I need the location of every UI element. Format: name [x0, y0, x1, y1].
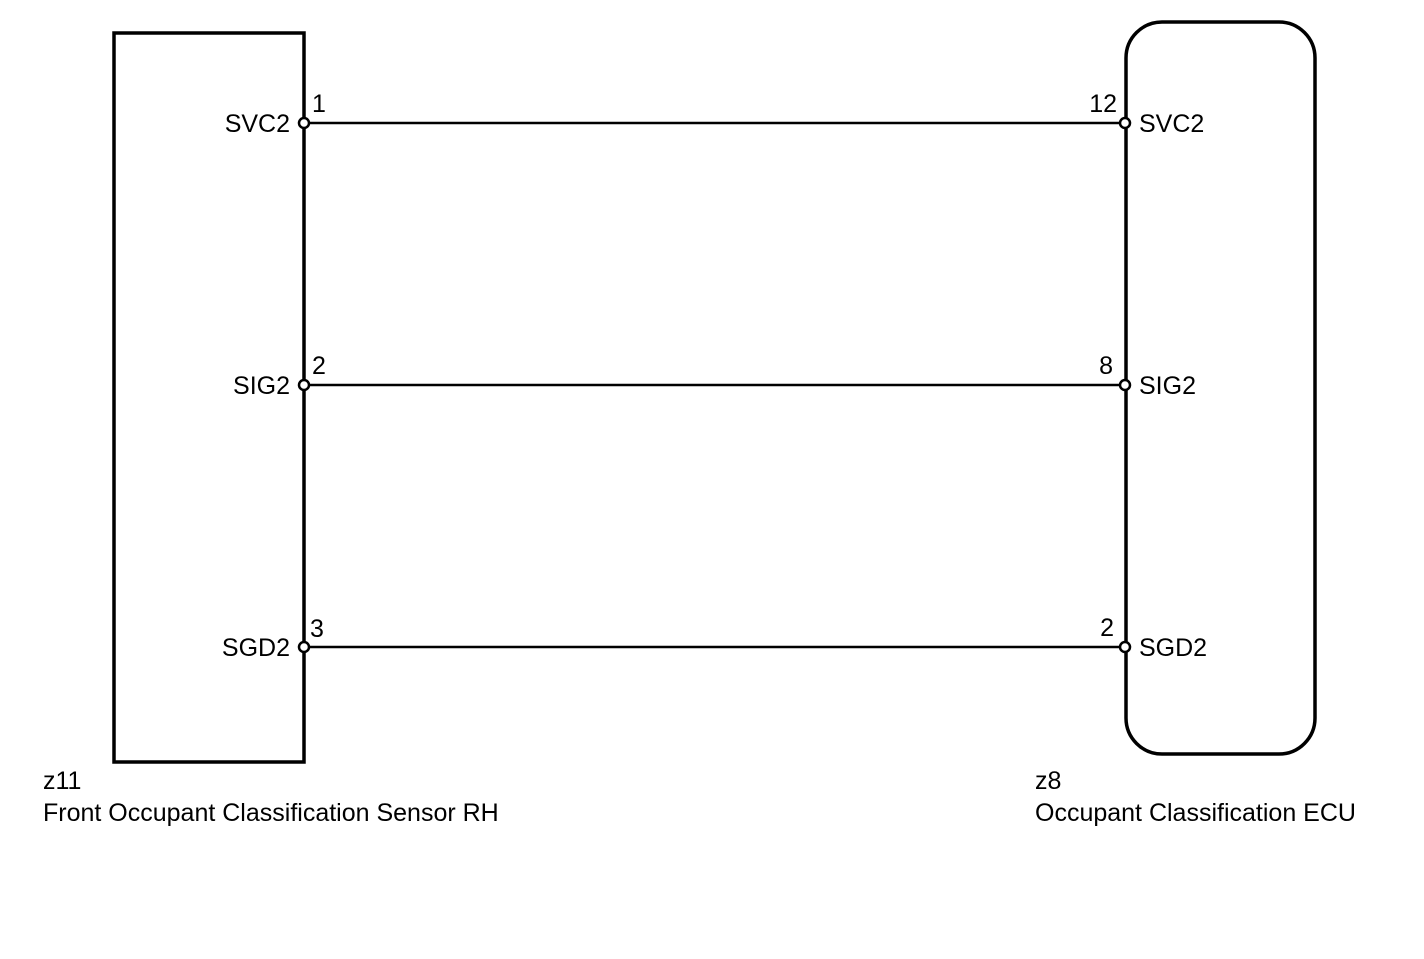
left-pin-2-terminal [297, 378, 311, 392]
connection-3: SGD2 3 2 SGD2 [222, 614, 1207, 662]
right-pin-3-terminal [1118, 640, 1132, 654]
left-component-name: Front Occupant Classification Sensor RH [43, 799, 499, 827]
right-pin-number-2: 8 [1099, 352, 1113, 380]
left-pin-number-2: 2 [312, 352, 326, 380]
left-terminal-label-2: SIG2 [233, 372, 290, 400]
left-component-code: z11 [43, 767, 81, 795]
left-terminal-label-3: SGD2 [222, 634, 290, 662]
right-component-name: Occupant Classification ECU [1035, 799, 1356, 827]
left-pin-1-terminal [297, 116, 311, 130]
left-terminal-label-1: SVC2 [225, 110, 290, 138]
left-component-box [112, 31, 306, 764]
right-pin-2-terminal [1118, 378, 1132, 392]
right-component-code: z8 [1035, 767, 1061, 795]
left-pin-number-1: 1 [312, 90, 326, 118]
right-terminal-label-1: SVC2 [1139, 110, 1204, 138]
left-pin-3-terminal [297, 640, 311, 654]
connection-2: SIG2 2 8 SIG2 [233, 352, 1196, 400]
left-pin-number-3: 3 [310, 615, 324, 643]
right-pin-1-terminal [1118, 116, 1132, 130]
right-pin-number-1: 12 [1089, 90, 1117, 118]
right-pin-number-3: 2 [1100, 614, 1114, 642]
connection-1: SVC2 1 12 SVC2 [225, 90, 1205, 138]
right-terminal-label-2: SIG2 [1139, 372, 1196, 400]
right-terminal-label-3: SGD2 [1139, 634, 1207, 662]
